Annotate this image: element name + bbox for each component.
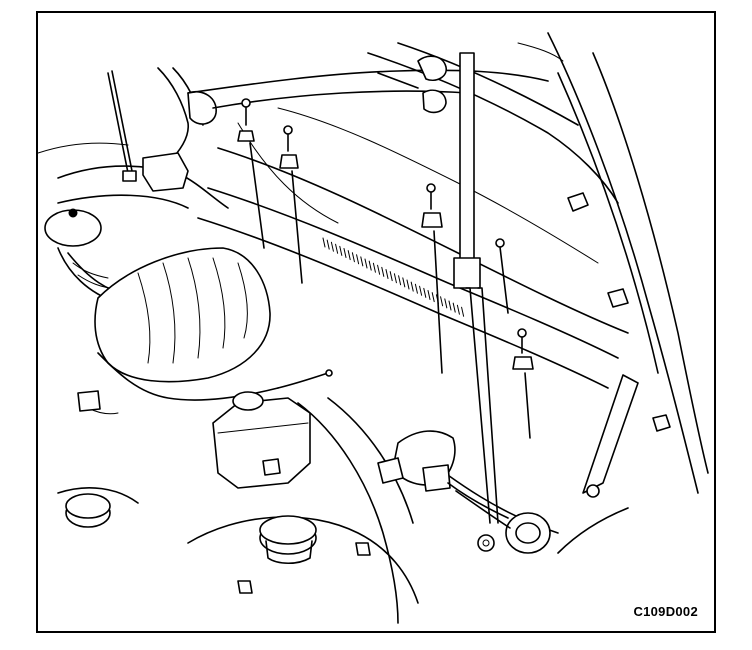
fastener-5 [512, 328, 534, 439]
grille-slat [423, 287, 427, 298]
grille-slat [406, 279, 410, 290]
grille-slat [456, 304, 460, 315]
grille-slat [360, 256, 364, 267]
fastener-2 [279, 125, 303, 284]
fastener-4 [495, 238, 509, 314]
grille-slat [414, 283, 418, 294]
hood-strut [453, 52, 499, 552]
grille-slat [335, 243, 339, 254]
grille-slat [351, 252, 355, 263]
grille-slat [339, 245, 343, 256]
grille-slat [402, 277, 406, 288]
fastener-3 [421, 183, 443, 374]
grille-slat [326, 239, 330, 250]
fastener-1 [237, 98, 265, 249]
fluid-reservoir [212, 391, 311, 489]
grille-slat [398, 275, 402, 286]
hood-latch-link [377, 55, 447, 114]
grille-slat [356, 254, 360, 265]
grille-slat [343, 248, 347, 258]
grille-slat [427, 290, 431, 300]
cowl-grille [322, 237, 465, 317]
wiper-linkage [557, 374, 639, 554]
grille-slat [347, 250, 351, 261]
engine-bay-illustration [38, 32, 709, 624]
manifold-cover [94, 247, 271, 383]
diagram-frame: C109D002 [36, 11, 716, 633]
grille-slat [440, 296, 444, 307]
grille-slat [372, 262, 376, 273]
hood [517, 32, 709, 494]
grille-slat [364, 258, 368, 269]
grille-slat [377, 264, 381, 275]
hood-hinge-left [142, 67, 217, 192]
antenna [107, 70, 137, 182]
grille-slat [381, 266, 385, 277]
round-caps [65, 493, 371, 594]
cowl-panel [187, 42, 629, 389]
grille-slat [389, 271, 393, 282]
grille-slat [419, 285, 423, 296]
grille-slat [410, 281, 414, 292]
grille-slat [393, 273, 397, 284]
grille-slat [452, 302, 456, 313]
grille-slat [461, 306, 465, 317]
grille-slat [448, 300, 452, 311]
grille-slat [431, 292, 435, 303]
fastener-group [237, 98, 534, 439]
wiper-motor [377, 430, 551, 554]
grille-slat [368, 260, 372, 271]
grille-slat [330, 241, 334, 252]
figure-code-label: C109D002 [633, 604, 698, 619]
grille-slat [322, 237, 326, 248]
grille-slat [444, 298, 448, 309]
grille-slat [385, 269, 389, 279]
